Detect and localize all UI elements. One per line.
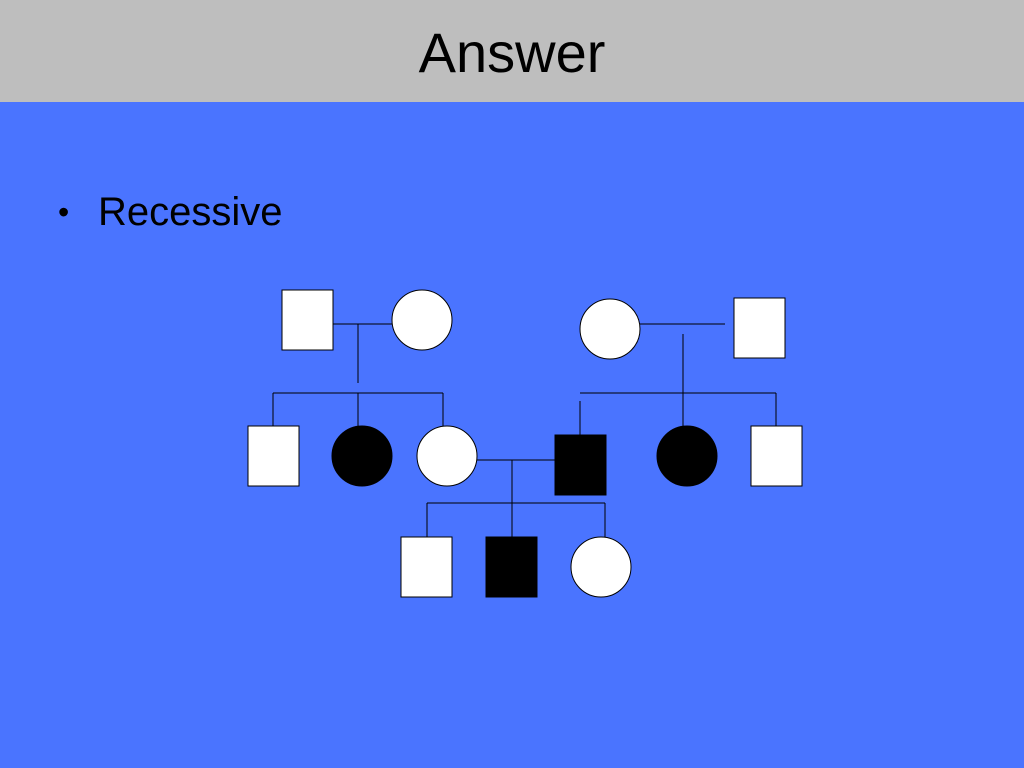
female-unaffected [570, 536, 632, 598]
male-affected [554, 434, 607, 496]
bullet-item: • Recessive [58, 190, 283, 235]
male-unaffected [281, 289, 334, 351]
title-bar: Answer [0, 0, 1024, 102]
female-affected [331, 425, 393, 487]
female-unaffected [391, 289, 453, 351]
pedigree-lines [272, 323, 777, 537]
slide-title: Answer [418, 21, 606, 84]
male-unaffected [400, 536, 453, 598]
female-affected [656, 425, 718, 487]
male-affected [485, 536, 538, 598]
female-unaffected [579, 298, 641, 360]
male-unaffected [733, 297, 786, 359]
male-unaffected [750, 425, 803, 487]
bullet-list: • Recessive [58, 190, 283, 235]
bullet-text: Recessive [98, 190, 283, 234]
bullet-dot: • [58, 194, 70, 230]
female-unaffected [416, 425, 478, 487]
male-unaffected [247, 425, 300, 487]
